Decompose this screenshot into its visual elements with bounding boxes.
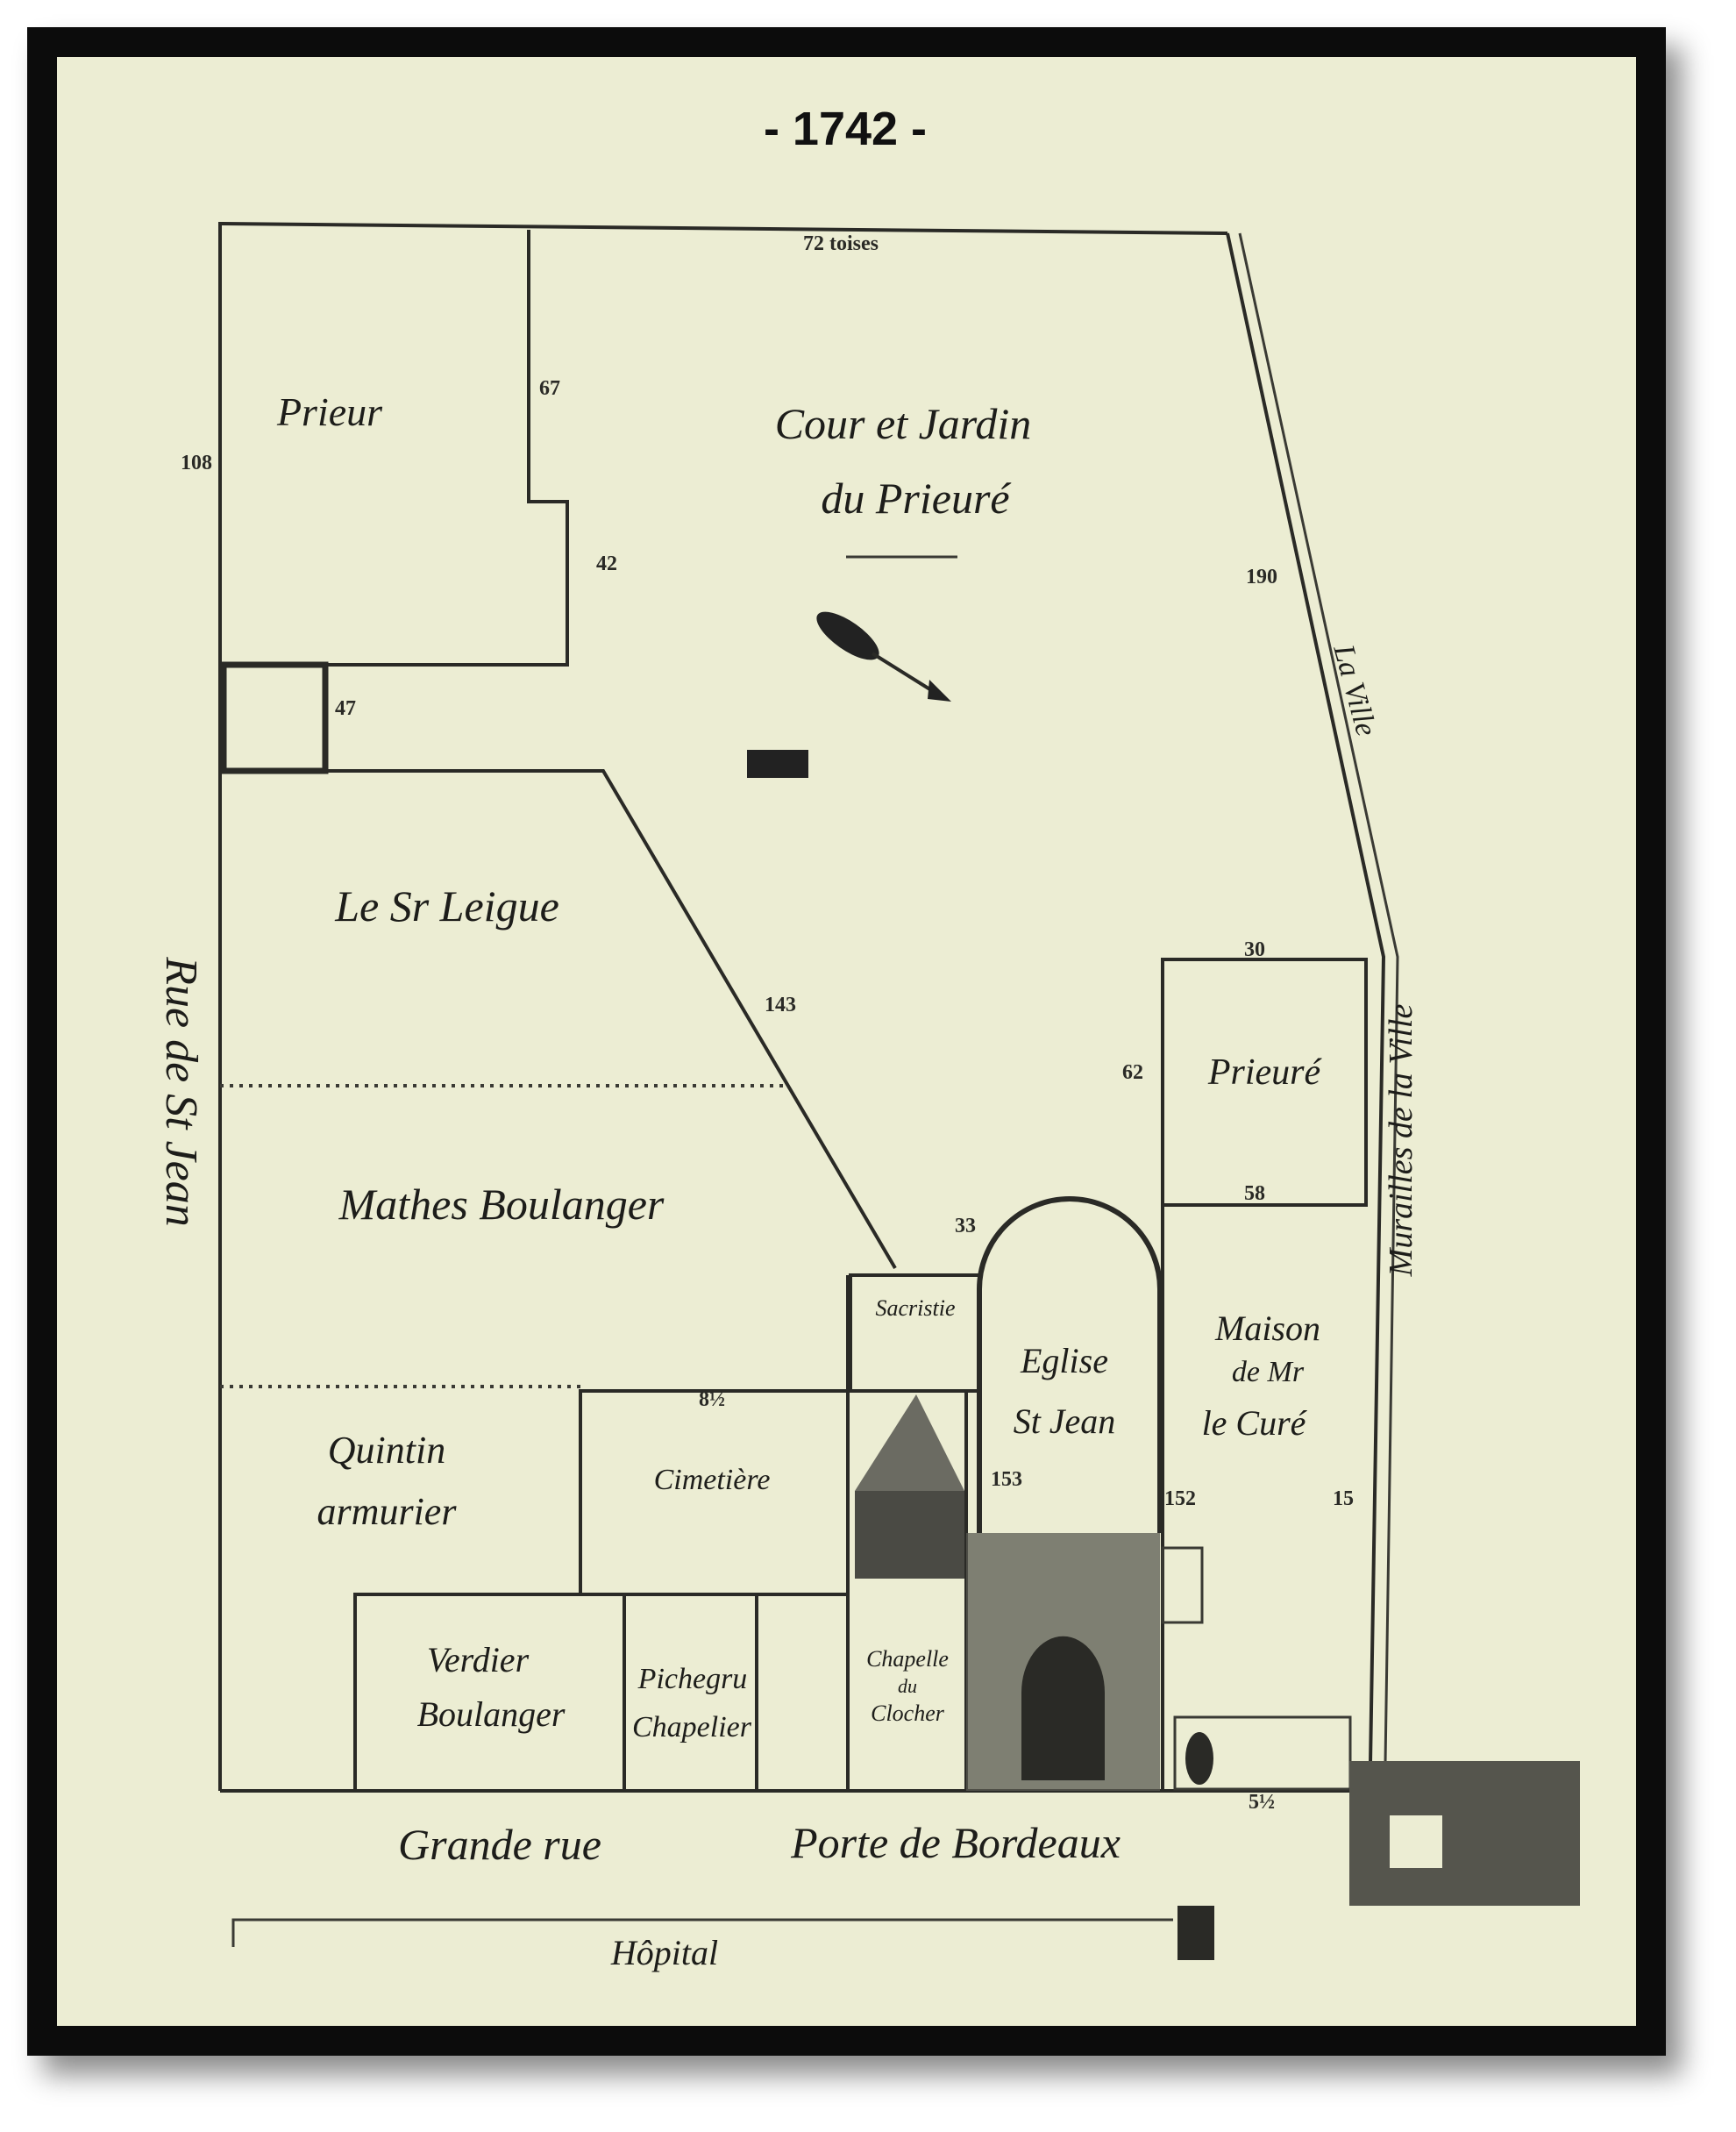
label-prieur: Prieur xyxy=(276,389,383,434)
label-murailles: Murailles de la Ville xyxy=(1383,1004,1419,1278)
label-boulanger: Boulanger xyxy=(417,1694,566,1734)
dimension-labels: 72 toises 108 67 42 190 47 143 62 30 58 … xyxy=(181,232,1354,1814)
label-sacristie: Sacristie xyxy=(876,1295,956,1321)
dim-153: 153 xyxy=(991,1468,1022,1491)
label-rue-st-jean: Rue de St Jean xyxy=(156,956,206,1227)
picture-frame xyxy=(27,27,1666,2056)
label-cimetiere: Cimetière xyxy=(654,1464,771,1496)
dim-left: 108 xyxy=(181,452,212,474)
label-porte-bordeaux: Porte de Bordeaux xyxy=(790,1818,1121,1867)
label-le-cure: le Curé xyxy=(1202,1403,1308,1443)
label-chapelier: Chapelier xyxy=(632,1711,752,1743)
label-chapelle: Chapelle xyxy=(866,1646,949,1672)
parcel-lines xyxy=(218,221,1580,1960)
label-de-mr: de Mr xyxy=(1232,1356,1305,1388)
dim-top: 72 toises xyxy=(803,232,879,255)
label-clocher: Clocher xyxy=(871,1701,945,1726)
label-armurier: armurier xyxy=(317,1490,458,1533)
dim-15: 15 xyxy=(1333,1487,1354,1510)
label-verdier: Verdier xyxy=(427,1640,530,1679)
label-leigue: Le Sr Leigue xyxy=(334,881,559,931)
place-labels: Prieur Cour et Jardin du Prieuré Le Sr L… xyxy=(156,389,1419,1972)
dim-58: 58 xyxy=(1244,1182,1265,1205)
dim-42: 42 xyxy=(596,553,617,575)
dim-33: 33 xyxy=(955,1215,976,1237)
dim-62: 62 xyxy=(1122,1061,1143,1084)
label-hopital: Hôpital xyxy=(610,1933,718,1972)
dim-143: 143 xyxy=(765,994,796,1016)
label-maison: Maison xyxy=(1214,1308,1320,1348)
label-prieure: Prieuré xyxy=(1207,1052,1323,1093)
label-eglise: Eglise xyxy=(1020,1341,1108,1380)
label-mathes: Mathes Boulanger xyxy=(338,1180,665,1229)
label-grande-rue: Grande rue xyxy=(398,1820,601,1869)
label-st-jean: St Jean xyxy=(1014,1401,1116,1441)
dim-8: 8½ xyxy=(699,1388,725,1411)
dim-67: 67 xyxy=(539,377,560,400)
dim-5: 5½ xyxy=(1249,1791,1275,1814)
map-title: - 1742 - xyxy=(764,103,927,155)
label-pichegru: Pichegru xyxy=(637,1663,748,1695)
dim-190: 190 xyxy=(1246,566,1277,588)
dim-47: 47 xyxy=(335,697,356,720)
label-chapelle-du: du xyxy=(898,1675,917,1697)
dim-30: 30 xyxy=(1244,938,1265,961)
label-quintin: Quintin xyxy=(328,1429,445,1472)
label-du-prieure: du Prieuré xyxy=(821,474,1011,523)
label-cour: Cour et Jardin xyxy=(775,399,1032,448)
dim-152: 152 xyxy=(1164,1487,1196,1510)
